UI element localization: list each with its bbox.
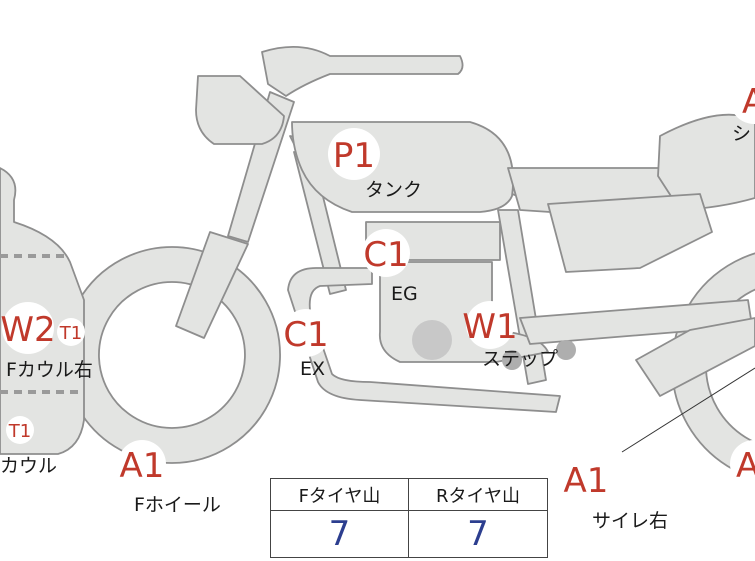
badge-t1-upper: T1: [57, 318, 85, 346]
badge-c1-eg: C1: [362, 229, 410, 277]
front-tread-header: Fタイヤ山: [271, 479, 409, 511]
badge-w2: W2: [0, 302, 56, 354]
label-fcowl-right: Fカウル右: [6, 359, 93, 381]
badge-a-right: A: [730, 440, 755, 488]
front-tread-value: 7: [271, 511, 409, 557]
handlebar: [261, 45, 464, 97]
badge-p1-code: P1: [333, 136, 375, 176]
rear-tread-header: Rタイヤ山: [409, 479, 547, 511]
badge-w1-code: W1: [462, 307, 517, 347]
tire-tread-table: Fタイヤ山 Rタイヤ山 7 7: [270, 478, 548, 558]
fork-lower: [175, 231, 249, 339]
badge-a-right-code: A: [736, 446, 755, 486]
label-ex: EX: [300, 358, 325, 380]
label-eg: EG: [391, 283, 418, 305]
label-step: ステップ: [482, 348, 558, 370]
step-peg-right: [556, 340, 576, 360]
badge-t1-upper-code: T1: [59, 323, 82, 344]
badge-t1-lower-code: T1: [8, 421, 31, 442]
badge-a1-side-code: A1: [564, 461, 609, 501]
badge-c1-ex-code: C1: [283, 315, 328, 355]
headlight: [195, 75, 285, 145]
cowl-seams: [0, 254, 84, 394]
badge-p1: P1: [328, 128, 380, 180]
label-fwheel: Fホイール: [134, 494, 221, 516]
badge-w1: W1: [462, 301, 518, 349]
badge-w2-code: W2: [0, 310, 55, 350]
badge-c1-eg-code: C1: [363, 235, 408, 275]
leader-line: [621, 367, 755, 453]
step-peg-left: [502, 350, 522, 370]
exhaust-pipe: [287, 267, 561, 413]
badge-c1-ex: C1: [282, 309, 330, 357]
rear-shock: [635, 317, 755, 397]
badge-a1-fwheel: A1: [118, 440, 166, 488]
front-wheel: [63, 246, 281, 464]
rear-tread-value: 7: [467, 514, 489, 554]
badge-a1-side: A1: [562, 455, 610, 503]
label-seat-partial: シ: [732, 123, 751, 145]
badge-a-top-right-code: A: [742, 82, 755, 122]
label-cowl: カウル: [0, 455, 57, 477]
side-panel: [547, 193, 713, 273]
label-side-right: サイレ右: [592, 510, 668, 532]
engine-hub: [412, 320, 452, 360]
badge-a-top-right: A: [730, 76, 755, 124]
badge-a1-fwheel-code: A1: [120, 446, 165, 486]
badge-t1-lower: T1: [6, 416, 34, 444]
label-tank: タンク: [365, 179, 422, 201]
